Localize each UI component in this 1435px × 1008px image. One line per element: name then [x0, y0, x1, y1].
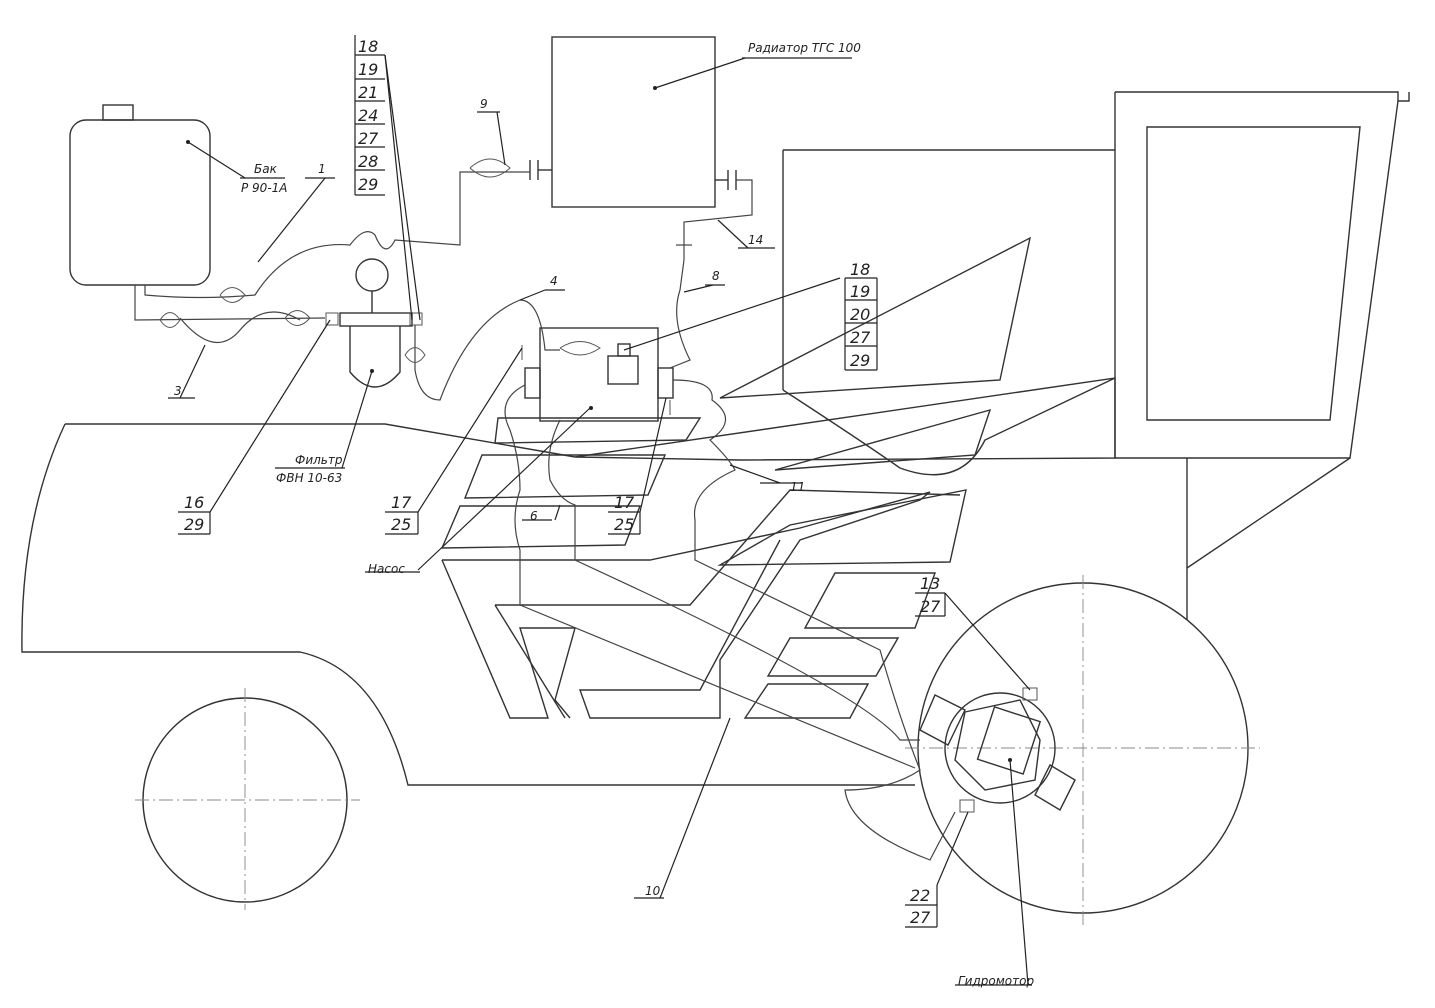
stack-item: 27: [910, 908, 931, 927]
filter-model-label: ФВН 10-63: [276, 471, 342, 485]
stack-item: 27: [850, 328, 871, 347]
stack-item: 29: [358, 175, 378, 194]
stack-item: 13: [920, 574, 940, 593]
text-labels: Бак Р 90-1А Радиатор ТГС 100 Фильтр ФВН …: [174, 41, 1034, 988]
callout-6: 6: [530, 509, 538, 523]
stack-item: 21: [358, 83, 378, 102]
callout-10: 10: [645, 884, 661, 898]
filter: [325, 258, 423, 388]
tank: [69, 104, 211, 286]
callout-1: 1: [318, 162, 326, 176]
stack-item: 27: [920, 597, 941, 616]
callout-11: 11: [790, 480, 805, 494]
stack-motor-top: 13 27: [920, 574, 941, 616]
stack-item: 17: [614, 493, 635, 512]
callout-9: 9: [480, 97, 488, 111]
stack-item: 22: [910, 886, 930, 905]
hoses: [134, 158, 956, 861]
stack-top-left: 18 19 21 24 27 28 29: [358, 37, 379, 194]
front-wheel: [135, 688, 360, 910]
stack-right: 18 19 20 27 29: [850, 260, 871, 370]
radiator-label: Радиатор ТГС 100: [748, 41, 861, 55]
stack-item: 27: [358, 129, 379, 148]
filter-name-label: Фильтр: [295, 453, 343, 467]
stack-motor-bottom: 22 27: [910, 886, 931, 927]
cab: [782, 91, 1410, 476]
stack-item: 17: [391, 493, 412, 512]
hydromotor-label: Гидромотор: [958, 974, 1034, 988]
stack-filter-fitting: 16 29: [184, 493, 204, 534]
stack-item: 24: [358, 106, 378, 125]
stack-item: 25: [391, 515, 411, 534]
stack-item: 18: [850, 260, 870, 279]
leader-lines: [168, 54, 1032, 986]
stack-pump-left: 17 25: [391, 493, 412, 534]
callout-14: 14: [748, 233, 763, 247]
stack-item: 25: [614, 515, 634, 534]
stack-item: 19: [358, 60, 378, 79]
stack-item: 19: [850, 282, 870, 301]
elevator-slats: [440, 236, 1031, 719]
stack-item: 29: [850, 351, 870, 370]
stack-pump-right: 17 25: [614, 493, 635, 534]
stack-item: 29: [184, 515, 204, 534]
stack-item: 28: [358, 152, 378, 171]
callout-8: 8: [712, 269, 720, 283]
hydromotor: [919, 687, 1076, 813]
pump-label: Насос: [368, 562, 405, 576]
rear-wheel: [905, 575, 1260, 925]
callout-4: 4: [550, 274, 558, 288]
stack-item: 18: [358, 37, 378, 56]
stack-rules: [178, 35, 946, 928]
callout-3: 3: [174, 384, 182, 398]
stack-item: 20: [850, 305, 870, 324]
tank-name-label: Бак: [254, 162, 278, 176]
stack-item: 16: [184, 493, 204, 512]
tank-model-label: Р 90-1А: [241, 181, 288, 195]
radiator: [529, 36, 737, 208]
